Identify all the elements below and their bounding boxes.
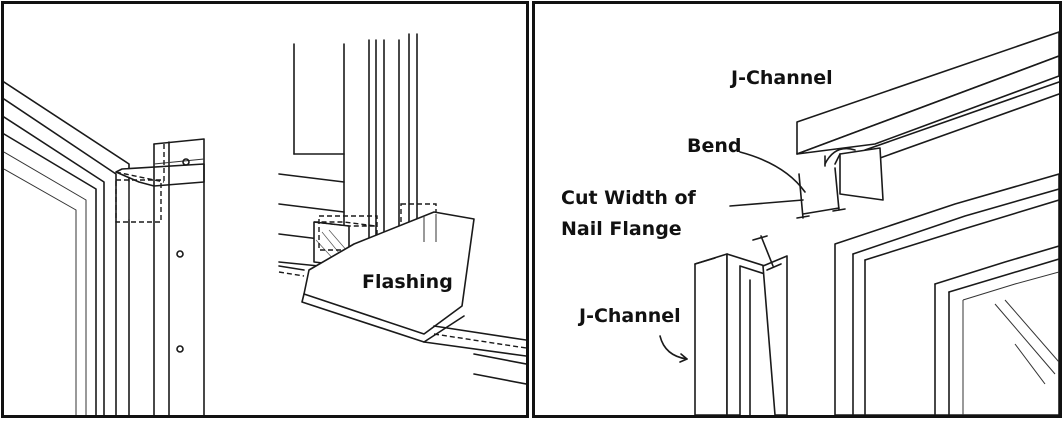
window-frame-drawing — [834, 173, 1059, 415]
j-channel-cutting-drawing — [659, 31, 1059, 415]
label-bend: Bend — [687, 135, 742, 157]
left-illustration-panel: Flashing — [1, 1, 529, 418]
label-cut-width-line2: Nail Flange — [561, 218, 682, 240]
flashing-detail-drawing — [278, 33, 526, 385]
label-flashing: Flashing — [362, 271, 453, 293]
side-j-channel-drawing — [659, 235, 788, 415]
label-j-channel-left: J-Channel — [579, 305, 681, 327]
label-cut-width-line1: Cut Width of — [561, 187, 696, 209]
window-corner-drawing — [4, 81, 205, 415]
window-corner-and-flashing-drawing — [4, 33, 526, 415]
top-j-channel-drawing — [729, 31, 1059, 219]
right-illustration-panel: J-Channel Bend Cut Width of Nail Flange … — [532, 1, 1062, 418]
label-j-channel-top: J-Channel — [731, 67, 833, 89]
